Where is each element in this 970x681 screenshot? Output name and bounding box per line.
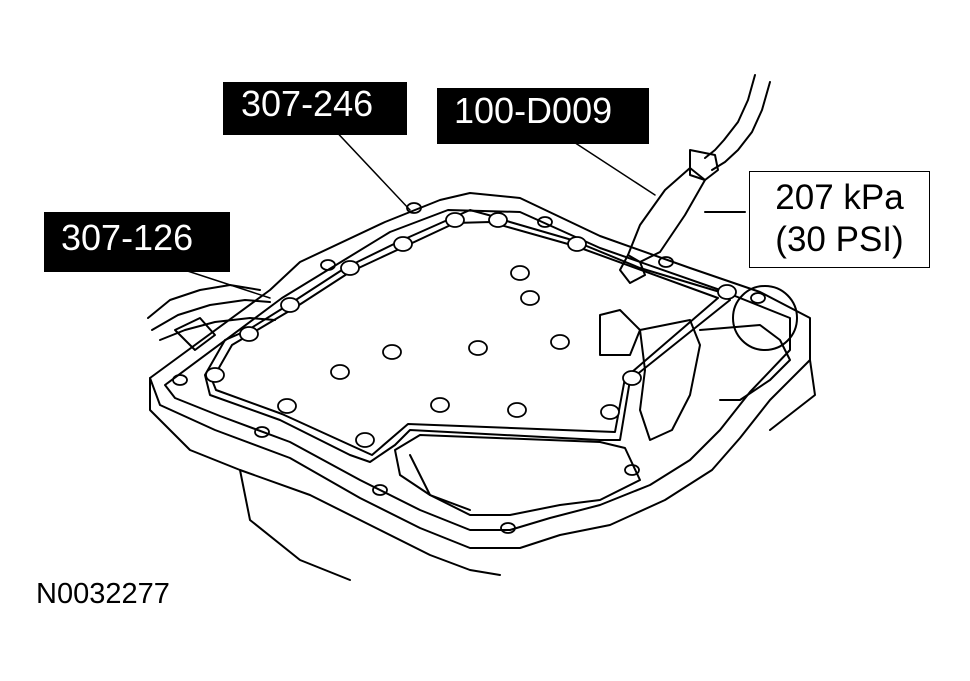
pan-flange-inner [164,209,791,531]
pan-lower-side [149,377,501,576]
manual-lever [639,319,701,441]
callout-tool-307-246: 307-246 [223,82,407,135]
valve-body-bolts [205,212,737,448]
pressure-psi-label: (30 PSI) [775,220,904,259]
gauge-fitting [689,149,719,181]
gauge-body [627,167,706,263]
flange-holes [172,202,766,534]
callout-tool-307-126: 307-126 [44,212,230,272]
callout-tool-100-d009: 100-D009 [437,88,649,144]
pressure-spec-box: 207 kPa (30 PSI) [749,171,930,268]
gauge-hose [704,74,756,159]
wiring-harness [147,284,261,319]
valve-body-plate [204,209,731,463]
pan-sump-cutout [394,434,641,516]
pan-flange-outline [149,192,811,549]
pressure-kpa-label: 207 kPa [775,178,904,217]
leader-307-246 [329,124,411,211]
figure-id-label: N0032277 [36,578,170,610]
